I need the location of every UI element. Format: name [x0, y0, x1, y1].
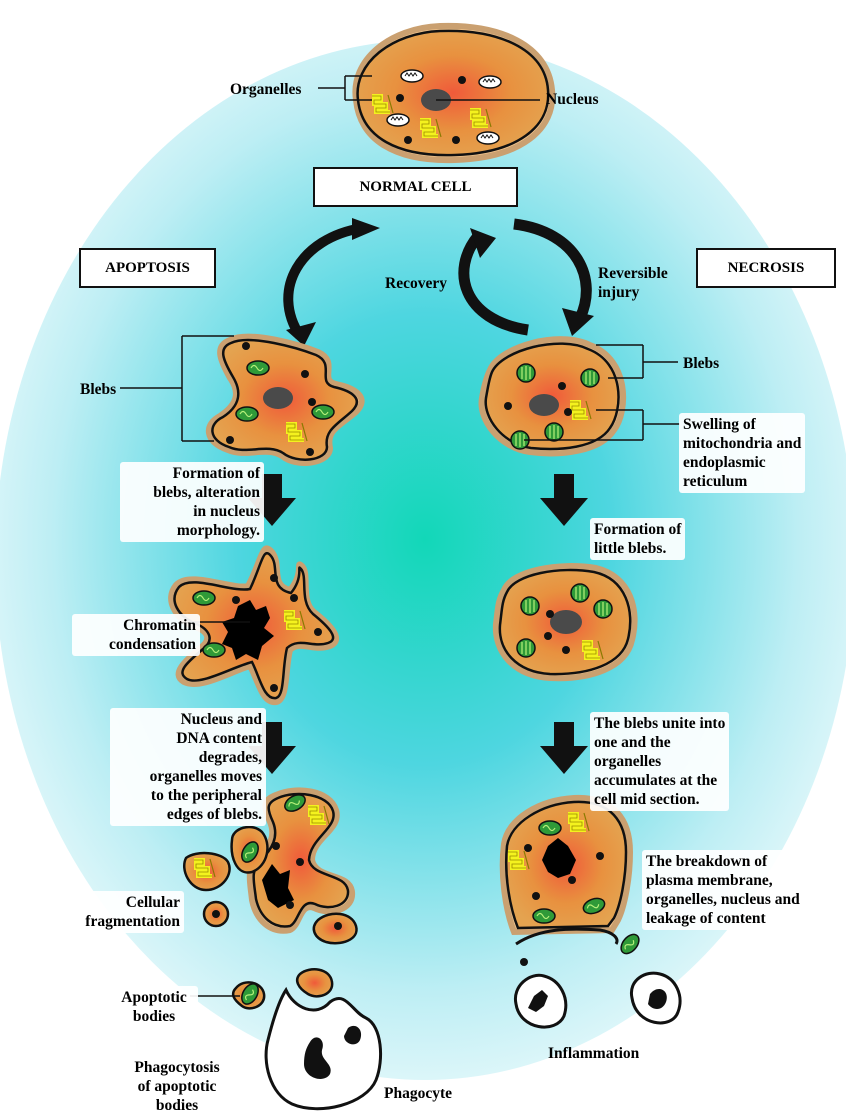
necrosis-step1-label: Formation of little blebs. [590, 518, 685, 560]
apoptosis-blebs-label: Blebs [80, 380, 116, 399]
phagocyte-label: Phagocyte [384, 1084, 452, 1103]
necrosis-blebs-label: Blebs [683, 354, 719, 373]
organelles-label: Organelles [230, 80, 301, 99]
apoptotic-bodies-label: Apoptotic bodies [110, 986, 198, 1028]
swelling-label: Swelling of mitochondria and endoplasmic… [679, 413, 805, 493]
normal-cell-title: NORMAL CELL [313, 167, 518, 207]
normal-cell [355, 26, 552, 160]
fragmentation-label: Cellular fragmentation [76, 891, 184, 933]
breakdown-label: The breakdown of plasma membrane, organe… [642, 850, 804, 930]
chromatin-label: Chromatin condensation [72, 614, 200, 656]
inflammation-label: Inflammation [548, 1044, 639, 1063]
necrosis-title: NECROSIS [696, 248, 836, 288]
necrosis-step2-label: The blebs unite into one and the organel… [590, 712, 729, 811]
apoptosis-title: APOPTOSIS [79, 248, 216, 288]
apoptosis-step2-label: Nucleus and DNA content degrades, organe… [110, 708, 266, 826]
necrosis-cell-swelling [482, 339, 624, 453]
reversible-injury-label: Reversible injury [598, 264, 668, 302]
apoptosis-step1-label: Formation of blebs, alteration in nucleu… [120, 462, 264, 542]
phagocytosis-label: Phagocytosis of apoptotic bodies [118, 1056, 236, 1117]
necrosis-cell-little-blebs [496, 566, 635, 678]
recovery-label: Recovery [385, 274, 447, 293]
nucleus-label: Nucleus [546, 90, 599, 109]
